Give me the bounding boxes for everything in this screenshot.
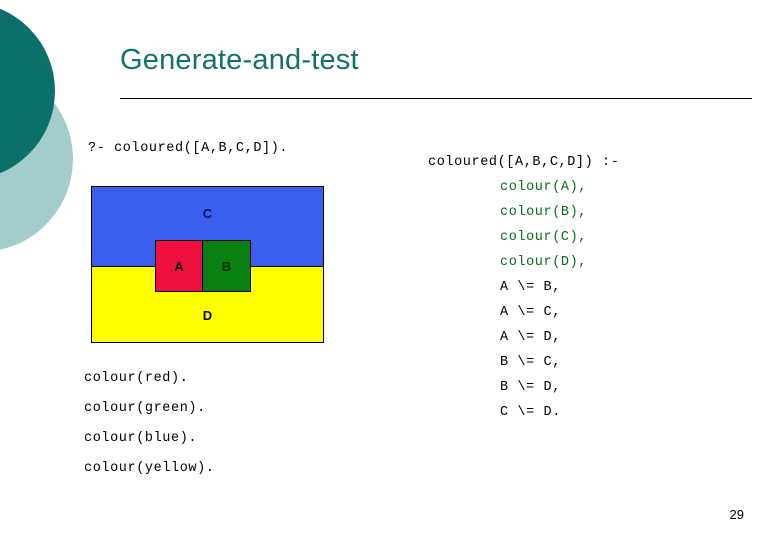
colour-fact: colour(green). — [84, 401, 206, 416]
map-region-a: A — [155, 240, 203, 292]
map-region-d-label: D — [202, 308, 213, 323]
clause-constraint: A \= C, — [500, 305, 561, 320]
clause-constraint: C \= D. — [500, 405, 561, 420]
clause-head: coloured([A,B,C,D]) :- — [428, 155, 620, 170]
prolog-clause: coloured([A,B,C,D]) :- colour(A), colour… — [428, 155, 619, 430]
map-region-b: B — [202, 240, 251, 292]
clause-goal: colour(D), — [500, 255, 588, 270]
prolog-query: ?- coloured([A,B,C,D]). — [88, 141, 289, 156]
title-divider — [120, 98, 752, 99]
clause-constraint: A \= B, — [500, 280, 561, 295]
map-region-a-label: A — [174, 258, 184, 274]
clause-goal: colour(B), — [500, 205, 588, 220]
colour-fact: colour(blue). — [84, 431, 198, 446]
clause-constraint: B \= D, — [500, 380, 561, 395]
clause-goal: colour(A), — [500, 180, 588, 195]
colour-fact: colour(yellow). — [84, 461, 215, 476]
map-region-c-label: C — [202, 206, 213, 221]
clause-constraint: A \= D, — [500, 330, 561, 345]
slide-title: Generate-and-test — [120, 44, 359, 76]
colour-facts-list: colour(red). colour(green). colour(blue)… — [84, 371, 215, 491]
map-diagram: C D A B — [91, 186, 324, 343]
colour-fact: colour(red). — [84, 371, 189, 386]
clause-constraint: B \= C, — [500, 355, 561, 370]
clause-goal: colour(C), — [500, 230, 588, 245]
map-region-b-label: B — [221, 258, 232, 274]
page-number: 29 — [729, 507, 744, 522]
